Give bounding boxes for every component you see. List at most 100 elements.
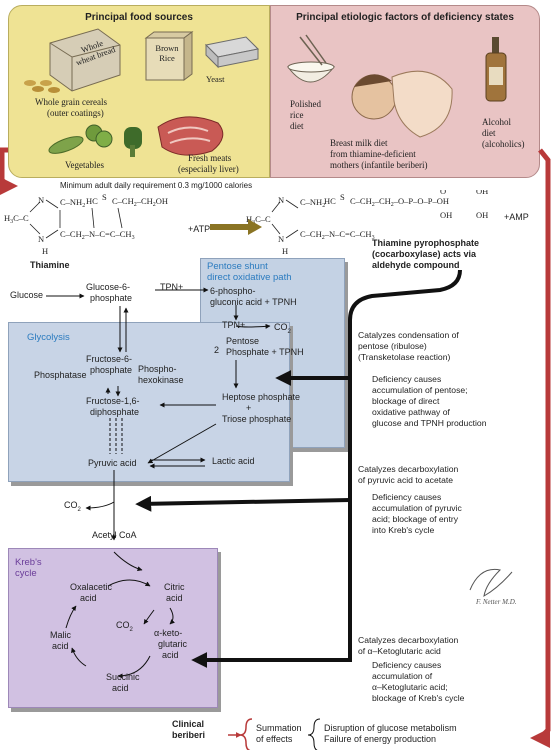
rice-box-label: Brown Rice bbox=[155, 43, 179, 63]
oxalacetic-label-1: Oxalacetic bbox=[70, 582, 113, 592]
svg-text:O: O bbox=[440, 190, 446, 196]
note-3-line-d: accumulation of bbox=[372, 671, 433, 681]
alcohol-label-1: Alcohol bbox=[482, 117, 511, 127]
co2-kreb-label: CO2 bbox=[116, 620, 133, 633]
vegetables-label: Vegetables bbox=[65, 160, 104, 170]
note-1-line-a: Catalyzes condensation of bbox=[358, 330, 459, 340]
co2-main-label: CO2 bbox=[64, 500, 81, 513]
note-3-line-e: α–Ketoglutaric acid; bbox=[372, 682, 448, 692]
svg-text:C–NH2: C–NH2 bbox=[300, 197, 325, 209]
svg-text:OH: OH bbox=[476, 190, 488, 196]
svg-text:N: N bbox=[278, 195, 284, 205]
action-arrow-transketolase bbox=[275, 269, 462, 386]
rice-box-icon bbox=[144, 31, 194, 81]
note-2-line-a: Catalyzes decarboxylation bbox=[358, 464, 459, 474]
note-3-line-a: Catalyzes decarboxylation bbox=[358, 635, 459, 645]
alcohol-label-3: (alcoholics) bbox=[482, 139, 525, 149]
fdp-label-2: diphosphate bbox=[90, 407, 140, 417]
tpp-label-3: aldehyde compound bbox=[372, 260, 460, 270]
note-1-line-e: accumulation of pentose; bbox=[372, 385, 468, 395]
summation-label-2: of effects bbox=[256, 734, 293, 744]
svg-text:HC: HC bbox=[324, 196, 336, 206]
summation-label-1: Summation bbox=[256, 723, 302, 733]
note-3-line-f: blockage of Kreb's cycle bbox=[372, 693, 465, 703]
svg-text:HC: HC bbox=[86, 196, 98, 206]
meat-icon bbox=[157, 116, 224, 156]
failure-label: Failure of energy production bbox=[324, 734, 437, 744]
vegetables-icon bbox=[48, 124, 142, 157]
kreb-title-2: cycle bbox=[15, 568, 37, 579]
note-3-line-c: Deficiency causes bbox=[372, 660, 442, 670]
pentose-phosphate-label-1: Pentose bbox=[226, 336, 260, 346]
glycolysis-title: Glycolysis bbox=[27, 332, 70, 343]
tpp-label-2: (cocarboxylase) acts via bbox=[372, 249, 477, 259]
malic-label-1: Malic bbox=[50, 630, 72, 640]
svg-text:H: H bbox=[282, 246, 288, 256]
phosphohexokinase-label-1: Phospho- bbox=[138, 364, 177, 374]
g6p-label-2: phosphate bbox=[90, 293, 133, 303]
rice-bowl-icon bbox=[287, 34, 336, 83]
red-right-arrow bbox=[538, 148, 551, 740]
akg-label-3: acid bbox=[162, 650, 179, 660]
oxalacetic-label-2: acid bbox=[80, 593, 97, 603]
pyruvic-label: Pyruvic acid bbox=[88, 458, 137, 468]
tpn-plus-2-label: TPN+ bbox=[222, 320, 246, 330]
svg-text:N: N bbox=[278, 234, 284, 244]
etiologic-factors-title: Principal etiologic factors of deficienc… bbox=[296, 12, 514, 23]
food-illustrations bbox=[24, 28, 260, 157]
fdp-label-1: Fructose-1,6- bbox=[86, 396, 140, 406]
pentose-number: 2 bbox=[214, 345, 220, 355]
yeast-label: Yeast bbox=[206, 74, 225, 84]
note-1-line-f: blockage of direct bbox=[372, 396, 440, 406]
note-1-line-b: pentose (ribulose) bbox=[358, 341, 427, 351]
phosphohexokinase-label-2: hexokinase bbox=[138, 375, 184, 385]
food-sources-title: Principal food sources bbox=[85, 12, 193, 23]
kreb-title-1: Kreb's bbox=[15, 557, 42, 568]
succinic-label-2: acid bbox=[112, 683, 129, 693]
co2-pentose-label: CO2 bbox=[274, 322, 291, 335]
heptose-label: Heptose phosphate bbox=[222, 392, 301, 402]
polished-label-1: Polished bbox=[290, 99, 322, 109]
akg-label-2: glutaric bbox=[158, 639, 188, 649]
succinic-label-1: Succinic bbox=[106, 672, 140, 682]
note-2-line-b: of pyruvic acid to acetate bbox=[358, 475, 454, 485]
note-3-line-b: of α–Ketoglutaric acid bbox=[358, 646, 441, 656]
bread-icon bbox=[49, 28, 121, 92]
citric-label-1: Citric bbox=[164, 582, 185, 592]
clinical-label-1: Clinical bbox=[172, 719, 205, 729]
note-2-line-d: accumulation of pyruvic bbox=[372, 503, 462, 513]
note-2-line-f: into Kreb's cycle bbox=[372, 525, 435, 535]
g6p-label-1: Glucose-6- bbox=[86, 282, 131, 292]
meats-label-1: Fresh meats bbox=[188, 153, 232, 163]
breast-label-1: Breast milk diet bbox=[330, 138, 388, 148]
thiamine-structures: H3C–C N N C–NH2 C–CH2–N–C=C–CH3 H HC S C… bbox=[4, 190, 488, 256]
phosphogluconic-label-2: gluconic acid + TPNH bbox=[210, 297, 297, 307]
note-1-line-h: glucose and TPNH production bbox=[372, 418, 487, 428]
pentose-phosphate-label-2: Phosphate + TPNH bbox=[226, 347, 304, 357]
triose-label: Triose phosphate bbox=[222, 414, 292, 424]
glucose-label: Glucose bbox=[10, 290, 44, 300]
note-2-line-e: acid; blockage of entry bbox=[372, 514, 458, 524]
cereal-grains-icon bbox=[24, 80, 60, 93]
clinical-label-2: beriberi bbox=[172, 730, 206, 740]
pentose-title-1: Pentose shunt bbox=[207, 261, 268, 272]
lactic-label: Lactic acid bbox=[212, 456, 255, 466]
bottle-icon bbox=[485, 37, 507, 102]
svg-text:N: N bbox=[38, 234, 44, 244]
red-left-arrow bbox=[0, 147, 18, 196]
acetyl-coa-label: Acetyl CoA bbox=[92, 530, 137, 540]
note-2-line-c: Deficiency causes bbox=[372, 492, 442, 502]
svg-text:OH: OH bbox=[440, 210, 452, 220]
breast-label-2: from thiamine-deficient bbox=[330, 149, 416, 159]
mother-baby-icon bbox=[351, 70, 453, 138]
svg-text:S: S bbox=[102, 192, 107, 202]
svg-text:C–NH2: C–NH2 bbox=[60, 197, 85, 209]
atp-label: +ATP bbox=[188, 224, 211, 234]
svg-text:N: N bbox=[38, 195, 44, 205]
glycolysis-box: Glycolysis bbox=[8, 322, 290, 482]
thiamine-label: Thiamine bbox=[30, 260, 70, 270]
svg-text:OH: OH bbox=[476, 210, 488, 220]
akg-label-1: α-keto- bbox=[154, 628, 183, 638]
alcohol-label-2: diet bbox=[482, 128, 496, 138]
